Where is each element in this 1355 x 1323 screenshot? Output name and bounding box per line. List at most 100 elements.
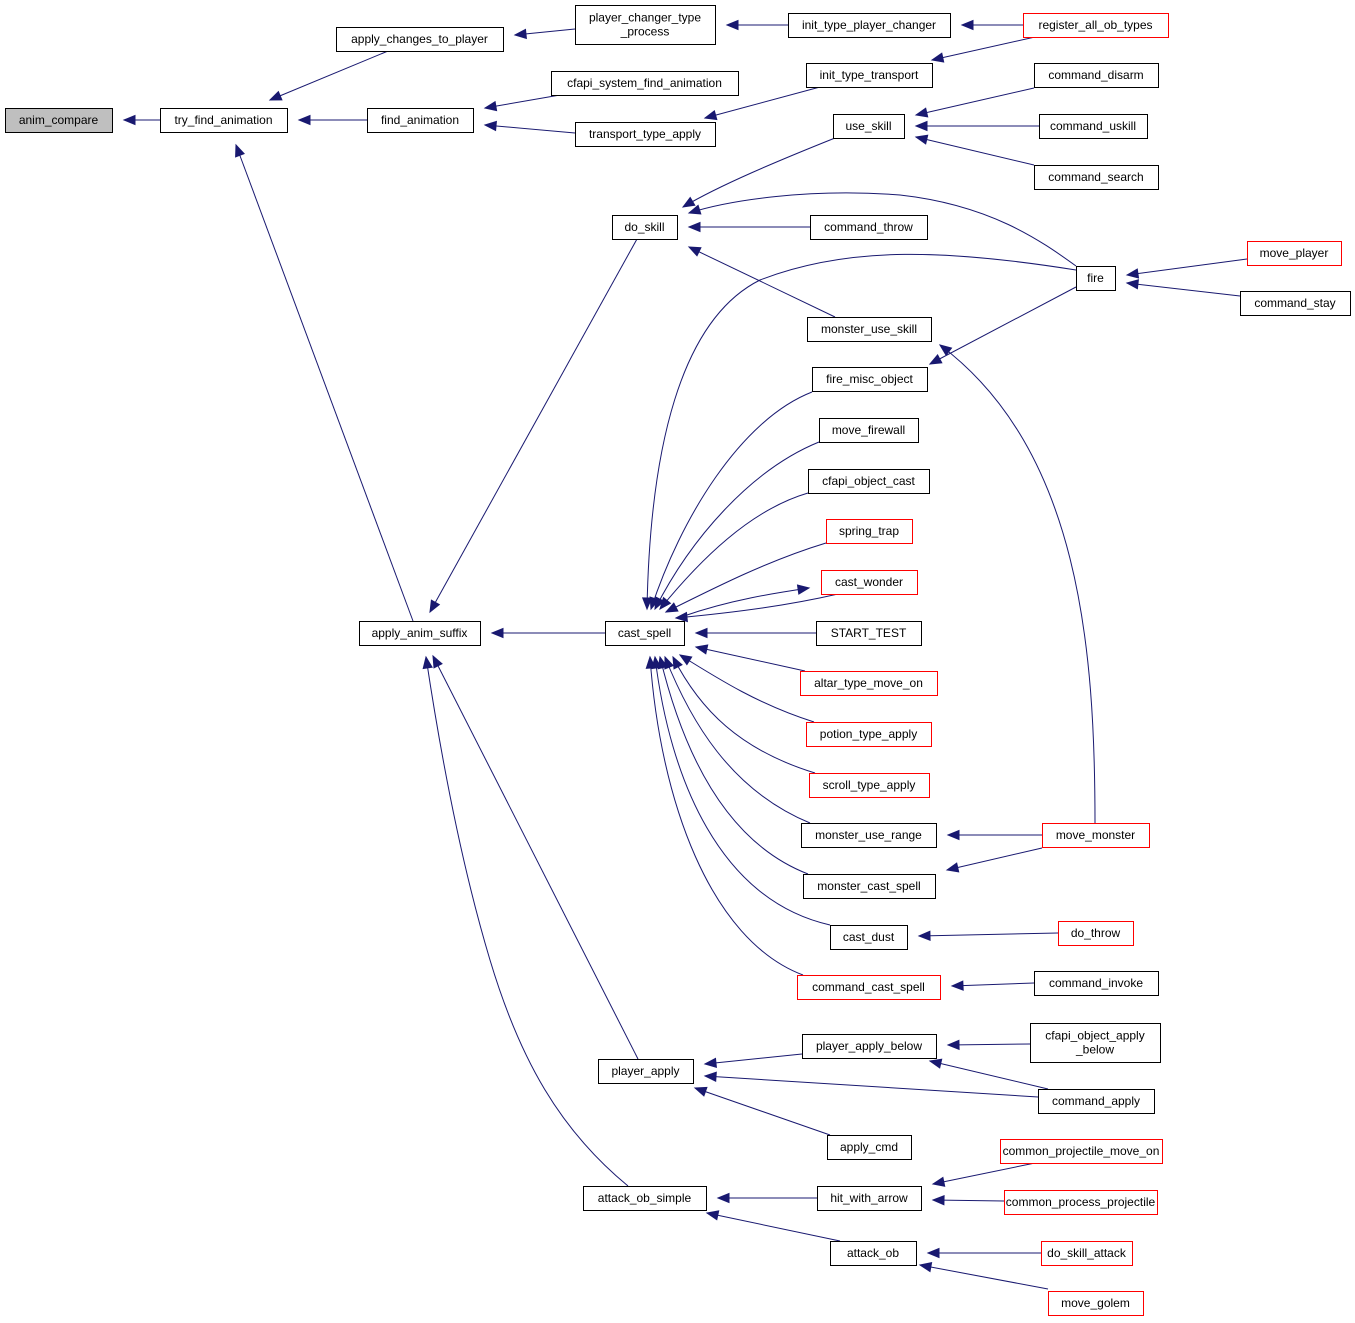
node-attack-ob[interactable]: attack_ob bbox=[830, 1241, 917, 1266]
edge-scroll_type_apply-to-cast_spell bbox=[672, 655, 816, 774]
node-move-monster[interactable]: move_monster bbox=[1042, 823, 1150, 848]
node-move-player[interactable]: move_player bbox=[1247, 241, 1342, 266]
edge-use_skill-to-do_skill bbox=[681, 137, 836, 208]
edge-line bbox=[932, 1162, 1036, 1185]
node-cast-dust[interactable]: cast_dust bbox=[830, 925, 908, 950]
node-command-invoke[interactable]: command_invoke bbox=[1034, 971, 1159, 996]
node-transport-type-apply[interactable]: transport_type_apply bbox=[575, 122, 716, 147]
node-command-search[interactable]: command_search bbox=[1034, 165, 1159, 190]
node-init-type-transport[interactable]: init_type_transport bbox=[806, 63, 933, 88]
node-box bbox=[830, 925, 908, 950]
edge-move_player-to-fire bbox=[1125, 258, 1248, 279]
node-hit-with-arrow[interactable]: hit_with_arrow bbox=[817, 1186, 922, 1211]
node-command-apply[interactable]: command_apply bbox=[1038, 1089, 1155, 1114]
node-init-type-player-changer[interactable]: init_type_player_changer bbox=[788, 13, 951, 38]
node-START-TEST[interactable]: START_TEST bbox=[816, 621, 922, 646]
node-do-throw[interactable]: do_throw bbox=[1058, 921, 1134, 946]
node-do-skill[interactable]: do_skill bbox=[612, 215, 678, 240]
arrowhead-icon bbox=[796, 584, 811, 595]
arrowhead-icon bbox=[694, 627, 708, 639]
node-label: command_invoke bbox=[1049, 976, 1143, 990]
edge-do_throw-to-cast_dust bbox=[917, 930, 1059, 942]
node-cfapi-object-cast[interactable]: cfapi_object_cast bbox=[808, 469, 930, 494]
edge-move_monster-to-monster_cast_spell bbox=[945, 847, 1043, 873]
node-label: init_type_player_changer bbox=[802, 18, 936, 32]
edge-line bbox=[665, 542, 827, 613]
arrowhead-icon bbox=[674, 611, 688, 623]
node-command-stay[interactable]: command_stay bbox=[1240, 291, 1351, 316]
node-common-process-projectile[interactable]: common_process_projectile bbox=[1004, 1190, 1158, 1215]
node-label: do_skill_attack bbox=[1047, 1246, 1127, 1260]
node-player-apply-below[interactable]: player_apply_below bbox=[802, 1034, 937, 1059]
node-monster-use-skill[interactable]: monster_use_skill bbox=[807, 317, 932, 342]
arrowhead-icon bbox=[1125, 268, 1140, 279]
node-move-firewall[interactable]: move_firewall bbox=[819, 418, 919, 443]
node-cfapi-system-find-animation[interactable]: cfapi_system_find_animation bbox=[551, 71, 739, 96]
node-monster-use-range[interactable]: monster_use_range bbox=[801, 823, 937, 848]
edge-command_uskill-to-use_skill bbox=[914, 120, 1039, 132]
node-do-skill-attack[interactable]: do_skill_attack bbox=[1041, 1241, 1133, 1266]
node-box bbox=[1042, 823, 1150, 848]
node-register-all-ob-types[interactable]: register_all_ob_types bbox=[1023, 13, 1169, 38]
node-cfapi-object-apply-below[interactable]: cfapi_object_apply_below bbox=[1030, 1023, 1161, 1063]
node-fire-misc-object[interactable]: fire_misc_object bbox=[812, 367, 928, 392]
node-box bbox=[800, 671, 938, 696]
node-altar-type-move-on[interactable]: altar_type_move_on bbox=[800, 671, 938, 696]
edge-command_disarm-to-use_skill bbox=[914, 87, 1035, 118]
arrowhead-icon bbox=[914, 134, 929, 145]
edge-line bbox=[932, 1199, 1005, 1202]
arrowhead-icon bbox=[235, 143, 245, 158]
edge-line bbox=[695, 646, 806, 672]
node-anim-compare[interactable]: anim_compare bbox=[5, 108, 113, 133]
node-box bbox=[1034, 63, 1159, 88]
node-label: apply_cmd bbox=[840, 1140, 898, 1154]
node-attack-ob-simple[interactable]: attack_ob_simple bbox=[583, 1186, 707, 1211]
node-spring-trap[interactable]: spring_trap bbox=[826, 519, 913, 544]
node-label: fire bbox=[1087, 271, 1104, 285]
edge-register_all_ob_types-to-init_type_player_changer bbox=[960, 19, 1023, 31]
node-command-disarm[interactable]: command_disarm bbox=[1034, 63, 1159, 88]
edge-line bbox=[683, 587, 810, 617]
node-monster-cast-spell[interactable]: monster_cast_spell bbox=[803, 874, 936, 899]
node-find-animation[interactable]: find_animation bbox=[367, 108, 474, 133]
node-box bbox=[575, 122, 716, 147]
edge-line bbox=[694, 1087, 831, 1136]
node-try-find-animation[interactable]: try_find_animation bbox=[160, 108, 288, 133]
edge-init_type_player_changer-to-player_changer_type_process bbox=[725, 19, 788, 31]
node-box bbox=[598, 1059, 694, 1084]
node-common-projectile-move-on[interactable]: common_projectile_move_on bbox=[1000, 1139, 1163, 1164]
node-box bbox=[827, 1135, 912, 1160]
node-box bbox=[551, 71, 739, 96]
node-potion-type-apply[interactable]: potion_type_apply bbox=[806, 722, 932, 747]
node-move-golem[interactable]: move_golem bbox=[1048, 1291, 1144, 1316]
node-scroll-type-apply[interactable]: scroll_type_apply bbox=[809, 773, 930, 798]
node-box bbox=[801, 823, 937, 848]
node-cast-wonder[interactable]: cast_wonder bbox=[821, 570, 918, 595]
edge-command_invoke-to-command_cast_spell bbox=[950, 980, 1035, 991]
node-box bbox=[367, 108, 474, 133]
edge-line bbox=[915, 87, 1035, 116]
node-apply-anim-suffix[interactable]: apply_anim_suffix bbox=[359, 621, 481, 646]
node-label: register_all_ob_types bbox=[1038, 18, 1152, 32]
arrowhead-icon bbox=[687, 246, 702, 257]
node-apply-changes-to-player[interactable]: apply_changes_to_player bbox=[336, 27, 504, 52]
edge-line bbox=[946, 847, 1043, 871]
arrowhead-icon bbox=[659, 596, 672, 611]
edge-line bbox=[664, 656, 811, 824]
node-use-skill[interactable]: use_skill bbox=[833, 114, 905, 139]
edge-line bbox=[659, 656, 809, 875]
edge-line bbox=[235, 144, 414, 622]
node-label: player_apply_below bbox=[816, 1039, 922, 1053]
node-player-changer-type-process[interactable]: player_changer_type_process bbox=[575, 5, 716, 45]
node-command-cast-spell[interactable]: command_cast_spell bbox=[797, 975, 941, 1000]
arrowhead-icon bbox=[703, 1057, 717, 1068]
node-cast-spell[interactable]: cast_spell bbox=[605, 621, 685, 646]
edge-init_type_transport-to-transport_type_apply bbox=[703, 86, 821, 121]
node-command-throw[interactable]: command_throw bbox=[810, 215, 928, 240]
node-apply-cmd[interactable]: apply_cmd bbox=[827, 1135, 912, 1160]
node-player-apply[interactable]: player_apply bbox=[598, 1059, 694, 1084]
node-command-uskill[interactable]: command_uskill bbox=[1039, 114, 1148, 139]
nodes-layer: anim_compare try_find_animation apply_chan… bbox=[5, 5, 1351, 1316]
node-fire[interactable]: fire bbox=[1076, 266, 1116, 291]
